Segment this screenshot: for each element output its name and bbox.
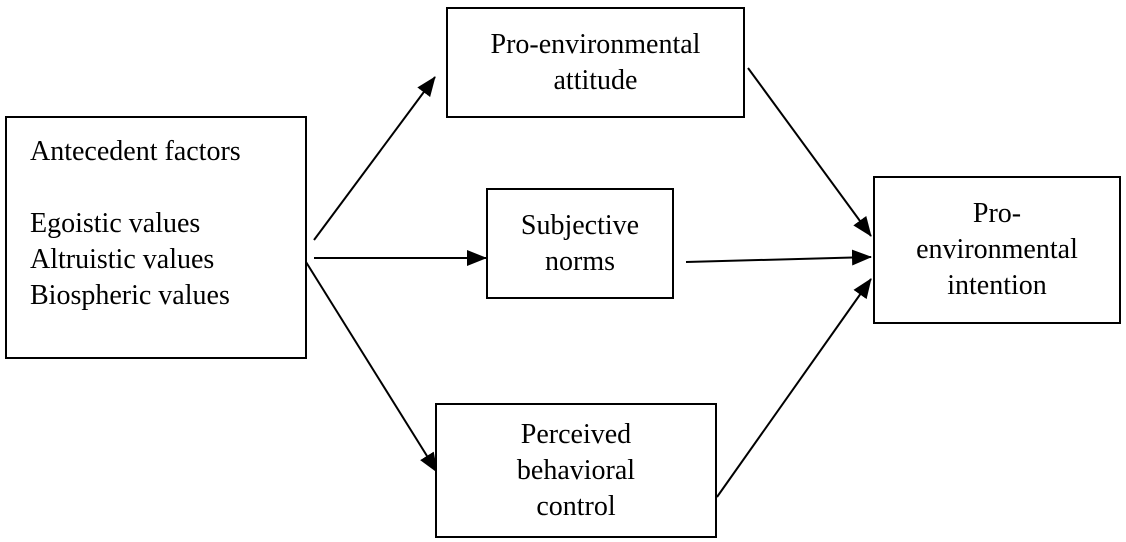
arrow-antecedent-to-pbc — [305, 261, 438, 473]
altruistic-values-label: Altruistic values — [30, 244, 215, 275]
pbc-label-line-2: behavioral — [516, 454, 636, 486]
antecedent-factors-box: Antecedent factors Egoistic values Altru… — [5, 116, 307, 359]
biospheric-values-label: Biospheric values — [30, 280, 230, 311]
norms-label-line-2: norms — [545, 245, 615, 277]
spacer — [30, 170, 305, 206]
pbc-label-line-1: Perceived — [520, 418, 632, 450]
attitude-label-line-1: Pro-environmental — [490, 28, 701, 60]
arrow-norms-to-intention — [685, 249, 872, 266]
intention-label-line-3: intention — [947, 270, 1047, 301]
subjective-norms-box: Subjective norms — [486, 188, 674, 299]
pbc-label-line-3: control — [536, 490, 616, 522]
arrow-antecedent-to-attitude — [313, 76, 436, 241]
antecedent-heading: Antecedent factors — [30, 136, 241, 167]
intention-label-line-2: environmental — [916, 234, 1078, 265]
intention-label-line-1: Pro- — [972, 198, 1022, 229]
norms-label-line-1: Subjective — [520, 209, 640, 241]
arrow-pbc-to-intention — [716, 278, 872, 498]
pro-environmental-intention-box: Pro- environmental intention — [873, 176, 1121, 324]
pro-environmental-attitude-box: Pro-environmental attitude — [446, 7, 745, 118]
arrow-attitude-to-intention — [747, 67, 872, 237]
egoistic-values-label: Egoistic values — [30, 208, 201, 239]
attitude-label-line-2: attitude — [553, 64, 638, 96]
perceived-behavioral-control-box: Perceived behavioral control — [435, 403, 717, 538]
